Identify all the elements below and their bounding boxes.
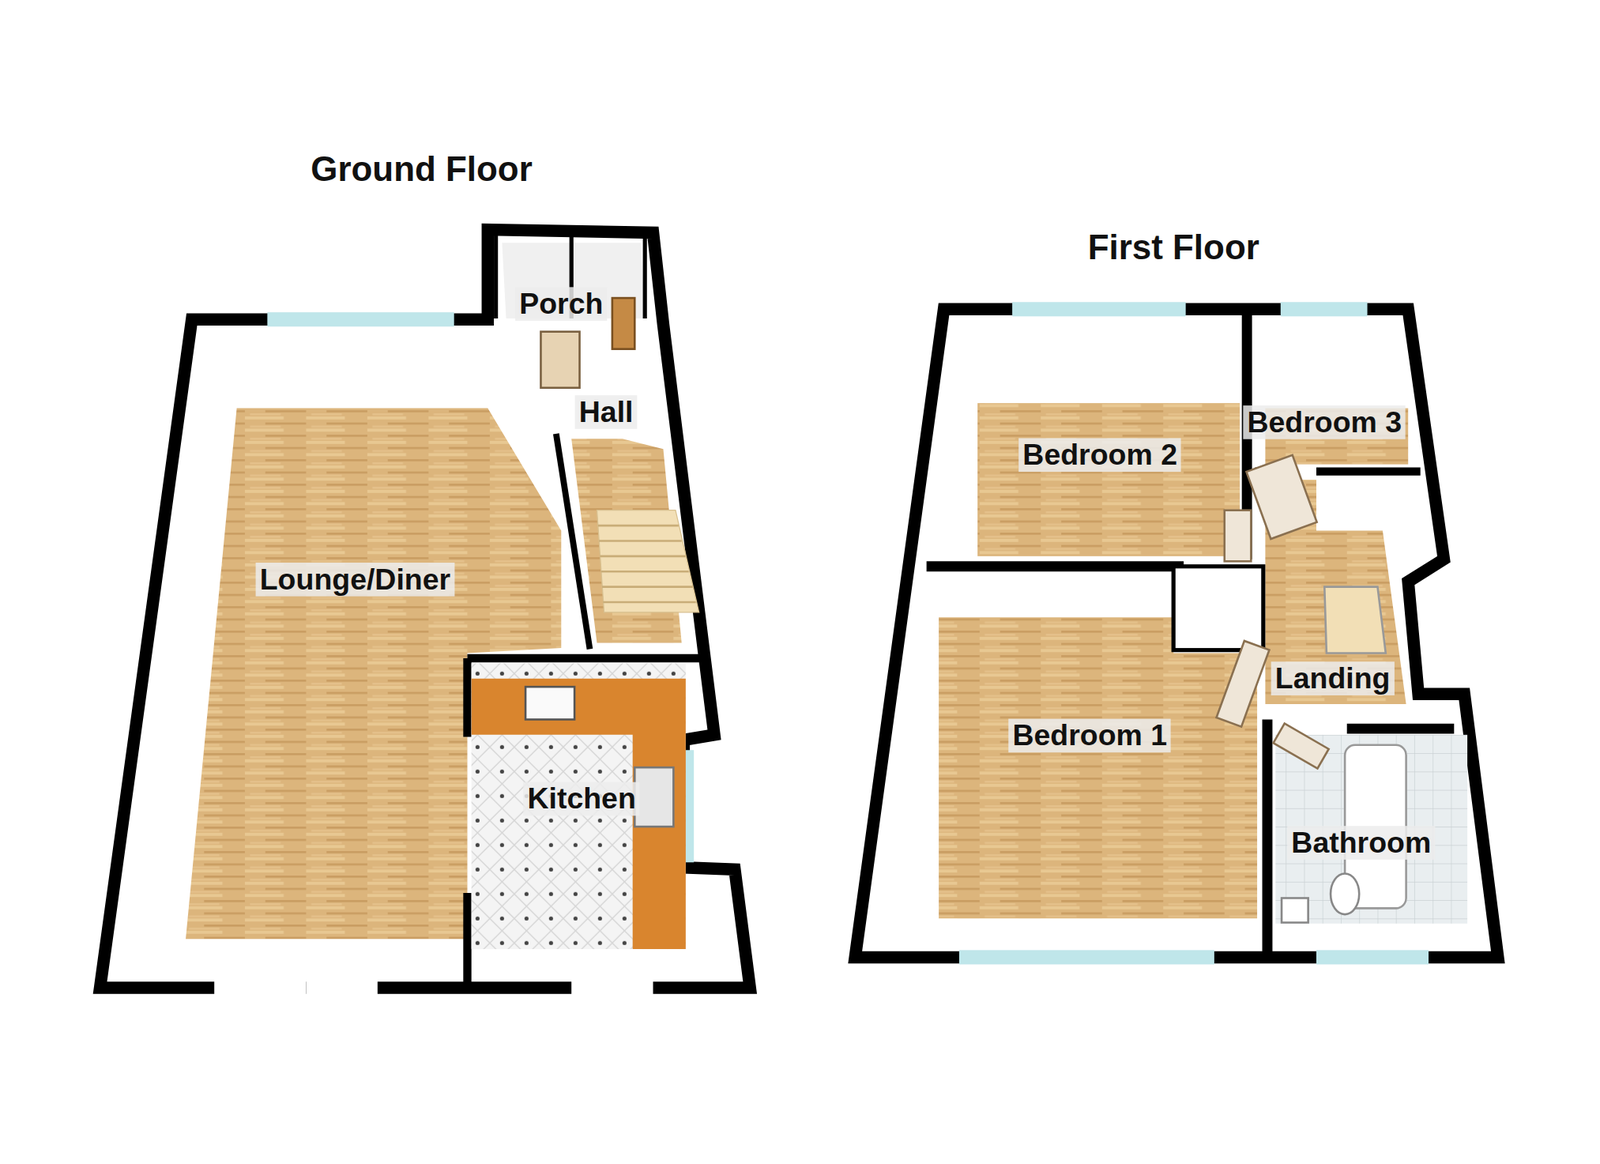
room-name: Bedroom 1	[1008, 719, 1171, 753]
toilet	[1330, 873, 1360, 915]
kitchen-wall	[463, 892, 471, 988]
basin	[1281, 897, 1309, 923]
room-label-box: Lounge/Diner	[256, 562, 456, 597]
room-name: Lounge/Diner	[256, 562, 456, 597]
outer-wall	[854, 308, 1499, 957]
floor-heading: First Floor	[1088, 226, 1260, 267]
door-gap	[571, 980, 653, 995]
floor-region: First FloorBedroom 2 Bedroom 3 LandingBedr…	[854, 219, 1500, 960]
stair-treads	[598, 525, 697, 603]
stairs	[596, 510, 699, 613]
first-floor-drawing	[854, 301, 1499, 964]
door	[540, 331, 580, 388]
room-name: Bedroom 2	[1018, 437, 1182, 472]
room-label-box: Kitchen	[523, 782, 640, 817]
stair-well	[1324, 587, 1386, 654]
window	[267, 312, 454, 327]
kitchen-wall	[463, 658, 471, 737]
room-name: Hall	[575, 395, 638, 430]
window	[1316, 949, 1429, 964]
room-label-box: Porch	[515, 286, 607, 321]
kitchen-wall	[466, 654, 702, 663]
room-name: Landing	[1271, 661, 1395, 696]
room-name: Bathroom	[1287, 825, 1435, 860]
bedroom-floor	[977, 402, 1240, 557]
wall	[926, 560, 1184, 572]
kitchen-floor	[471, 662, 686, 949]
wall	[1262, 719, 1273, 957]
window	[1280, 301, 1368, 317]
door	[1216, 640, 1270, 727]
room-label-box: Landing	[1271, 661, 1395, 696]
door	[1246, 455, 1317, 539]
floor-heading: Ground Floor	[310, 148, 532, 189]
room-name: Porch	[515, 286, 607, 321]
floor-region: Ground FloorPorchHallLounge/DinerKitchen	[100, 143, 754, 991]
cupboard	[1173, 566, 1264, 651]
outer-wall	[100, 229, 751, 989]
room-label-box: Bedroom 3	[1242, 405, 1406, 440]
room-label-box: Bedroom 1	[1008, 719, 1171, 753]
window	[1012, 301, 1186, 317]
sink	[634, 767, 674, 827]
door	[1273, 723, 1329, 769]
hob	[525, 686, 575, 720]
door-gap	[305, 980, 377, 995]
window	[959, 949, 1215, 964]
door	[612, 297, 635, 350]
room-label-box: Bedroom 2	[1018, 437, 1182, 472]
bedroom-floor	[938, 617, 1258, 919]
wall	[1347, 723, 1455, 735]
room-name: Bedroom 3	[1242, 405, 1406, 440]
wall	[1316, 466, 1421, 475]
door-gap	[214, 980, 306, 995]
worktop	[471, 678, 686, 949]
room-label-box: Hall	[575, 395, 638, 430]
room-name: Kitchen	[523, 782, 640, 817]
ground-floor-drawing	[100, 229, 751, 996]
room-label-box: Bathroom	[1287, 825, 1435, 860]
window	[685, 749, 694, 863]
door	[1224, 510, 1252, 562]
bathroom-floor	[1275, 734, 1468, 924]
